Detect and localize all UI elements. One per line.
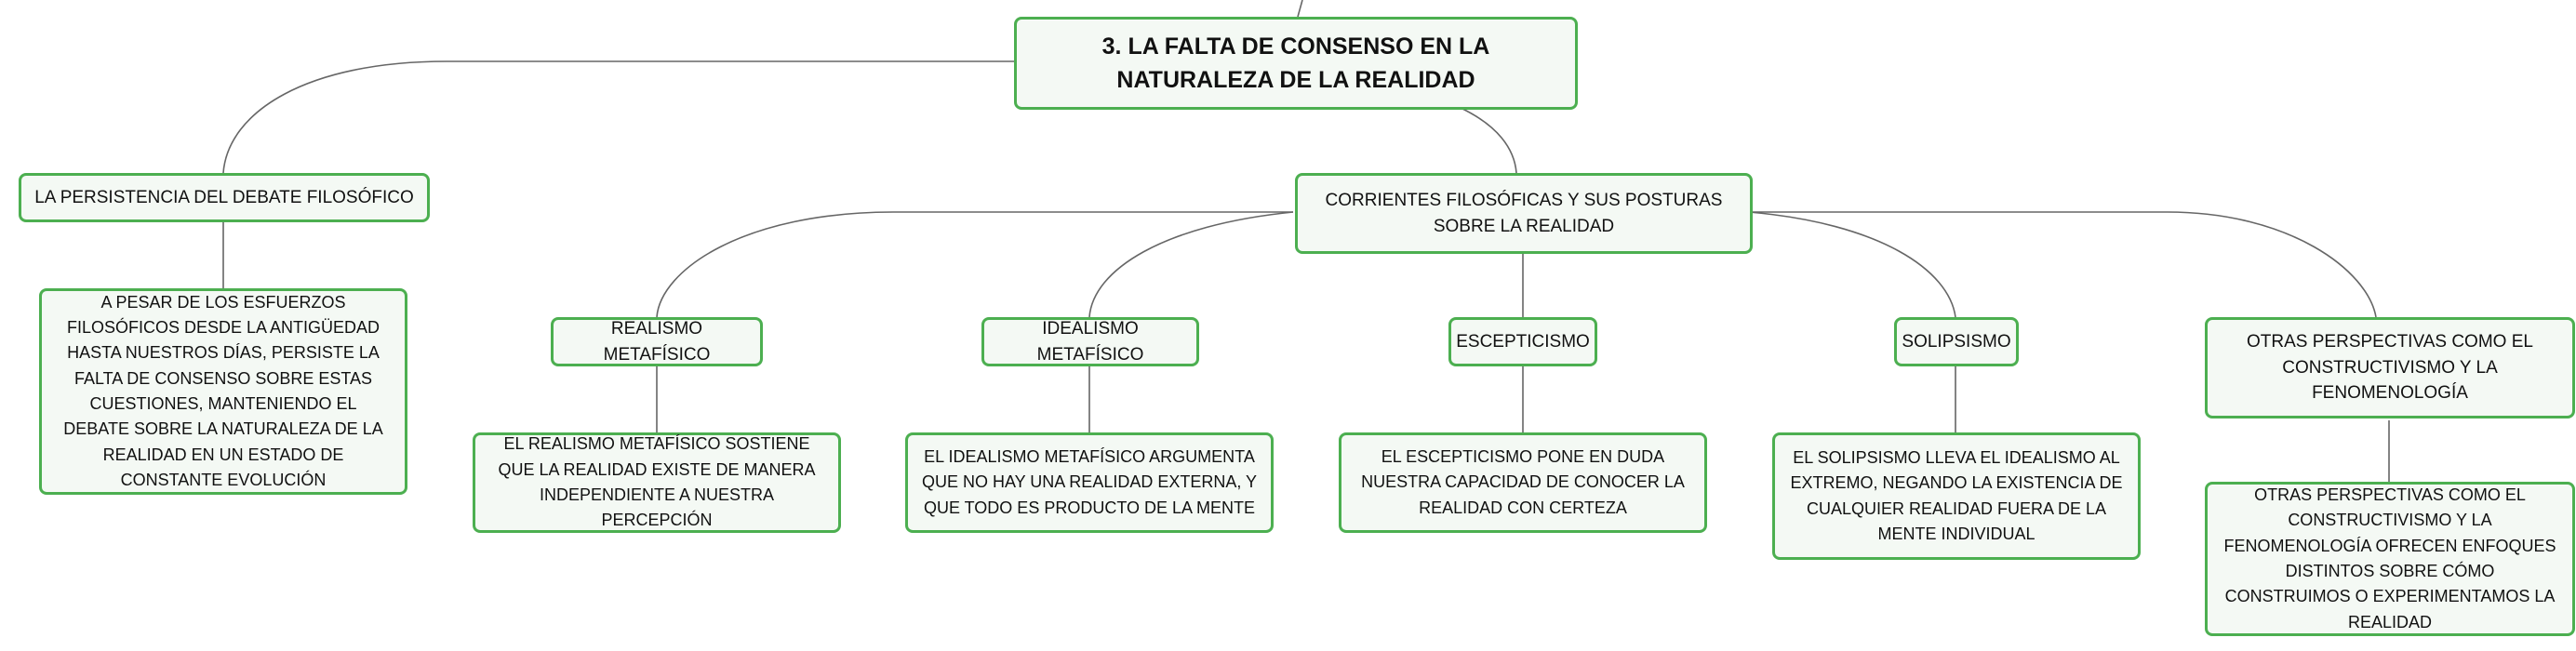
topic-realismo-metafisico[interactable]: REALISMO METAFÍSICO (551, 317, 763, 366)
detail-persistencia-debate[interactable]: A PESAR DE LOS ESFUERZOS FILOSÓFICOS DES… (39, 288, 407, 495)
detail-idealismo-metafisico[interactable]: EL IDEALISMO METAFÍSICO ARGUMENTA QUE NO… (905, 432, 1274, 533)
topic-solipsismo[interactable]: SOLIPSISMO (1894, 317, 2019, 366)
connector-right-otras (1749, 211, 2377, 318)
root-topic[interactable]: 3. LA FALTA DE CONSENSO EN LA NATURALEZA… (1014, 17, 1578, 110)
topic-idealismo-metafisico[interactable]: IDEALISMO METAFÍSICO (981, 317, 1199, 366)
connector-right-idealismo (1088, 211, 1294, 318)
connector-root-parent (1297, 0, 1303, 18)
topic-otras-perspectivas[interactable]: OTRAS PERSPECTIVAS COMO EL CONSTRUCTIVIS… (2205, 317, 2575, 418)
topic-escepticismo[interactable]: ESCEPTICISMO (1448, 317, 1597, 366)
connector-right-solipsismo (1748, 211, 1956, 318)
topic-persistencia-debate[interactable]: LA PERSISTENCIA DEL DEBATE FILOSÓFICO (19, 173, 430, 222)
connector-root-right (1460, 107, 1517, 174)
detail-otras-perspectivas[interactable]: OTRAS PERSPECTIVAS COMO EL CONSTRUCTIVIS… (2205, 482, 2575, 636)
detail-escepticismo[interactable]: EL ESCEPTICISMO PONE EN DUDA NUESTRA CAP… (1339, 432, 1707, 533)
detail-realismo-metafisico[interactable]: EL REALISMO METAFÍSICO SOSTIENE QUE LA R… (473, 432, 841, 533)
detail-solipsismo[interactable]: EL SOLIPSISMO LLEVA EL IDEALISMO AL EXTR… (1772, 432, 2141, 560)
connector-right-realismo (656, 211, 1293, 318)
connector-root-left (222, 60, 1014, 174)
topic-corrientes-filosoficas[interactable]: CORRIENTES FILOSÓFICAS Y SUS POSTURAS SO… (1295, 173, 1753, 254)
